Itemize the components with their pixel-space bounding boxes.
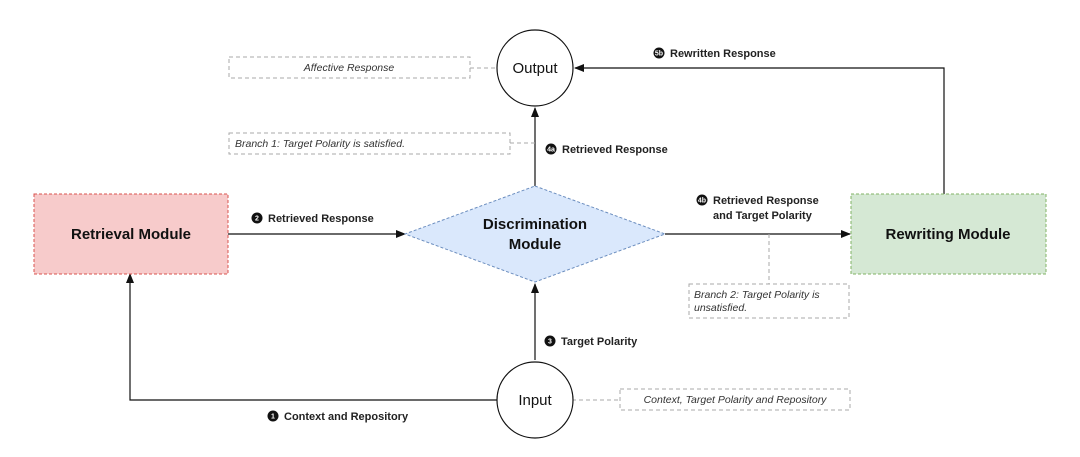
branch2-text-line1: Branch 2: Target Polarity is — [694, 289, 820, 301]
step4b-badge: 4b — [698, 198, 706, 205]
note-leaders — [470, 67, 770, 401]
step2-badge: 2 — [255, 216, 259, 223]
node-retrieval-module: Retrieval Module — [33, 193, 229, 275]
output-label: Output — [512, 60, 558, 77]
edge-input-to-retrieval — [126, 273, 497, 401]
step4a-text: Retrieved Response — [562, 144, 668, 156]
node-output: Output — [496, 29, 574, 107]
step2-label: 2 Retrieved Response — [251, 212, 374, 225]
discrimination-module-label-line1: Discrimination — [483, 216, 587, 233]
step3-badge: 3 — [548, 339, 552, 346]
node-input: Input — [496, 361, 574, 439]
step5b-label: 5b Rewritten Response — [653, 47, 776, 60]
step4a-label: 4a Retrieved Response — [545, 143, 668, 156]
node-rewriting-module: Rewriting Module — [850, 193, 1047, 275]
step3-badge-icon — [544, 335, 556, 347]
connectors — [126, 64, 945, 401]
step2-text: Retrieved Response — [268, 213, 374, 225]
branch2-text-line2: unsatisfied. — [694, 302, 747, 314]
step4a-badge-icon — [545, 143, 557, 155]
step1-badge: 1 — [271, 414, 275, 421]
discrimination-module-label-line2: Module — [509, 236, 562, 253]
step4b-text-line2: and Target Polarity — [713, 210, 813, 222]
step1-text: Context and Repository — [284, 411, 409, 423]
step4b-badge-icon — [696, 194, 708, 206]
rewriting-module-label: Rewriting Module — [886, 226, 1011, 243]
step5b-badge-icon — [653, 47, 665, 59]
step4b-label: 4b Retrieved Response and Target Polarit… — [696, 194, 819, 222]
branch1-text: Branch 1: Target Polarity is satisfied. — [235, 138, 405, 150]
input-label: Input — [518, 392, 552, 409]
step1-label: 1 Context and Repository — [267, 410, 409, 423]
node-discrimination-module: Discrimination Module — [403, 185, 667, 283]
note-affective-response: Affective Response — [228, 56, 471, 79]
step1-badge-icon — [267, 410, 279, 422]
step4b-text-line1: Retrieved Response — [713, 195, 819, 207]
note-branch1: Branch 1: Target Polarity is satisfied. — [228, 132, 511, 155]
step2-badge-icon — [251, 212, 263, 224]
step3-label: 3 Target Polarity — [544, 335, 638, 348]
step4a-badge: 4a — [547, 147, 555, 154]
affective-response-text: Affective Response — [303, 62, 395, 74]
step3-text: Target Polarity — [561, 336, 638, 348]
retrieval-module-label: Retrieval Module — [71, 226, 191, 243]
step5b-badge: 5b — [655, 51, 663, 58]
note-branch2: Branch 2: Target Polarity is unsatisfied… — [688, 283, 850, 319]
edge-rewriting-to-output — [574, 64, 945, 194]
step5b-text: Rewritten Response — [670, 48, 776, 60]
note-input: Context, Target Polarity and Repository — [619, 388, 851, 411]
input-note-text: Context, Target Polarity and Repository — [644, 394, 828, 406]
